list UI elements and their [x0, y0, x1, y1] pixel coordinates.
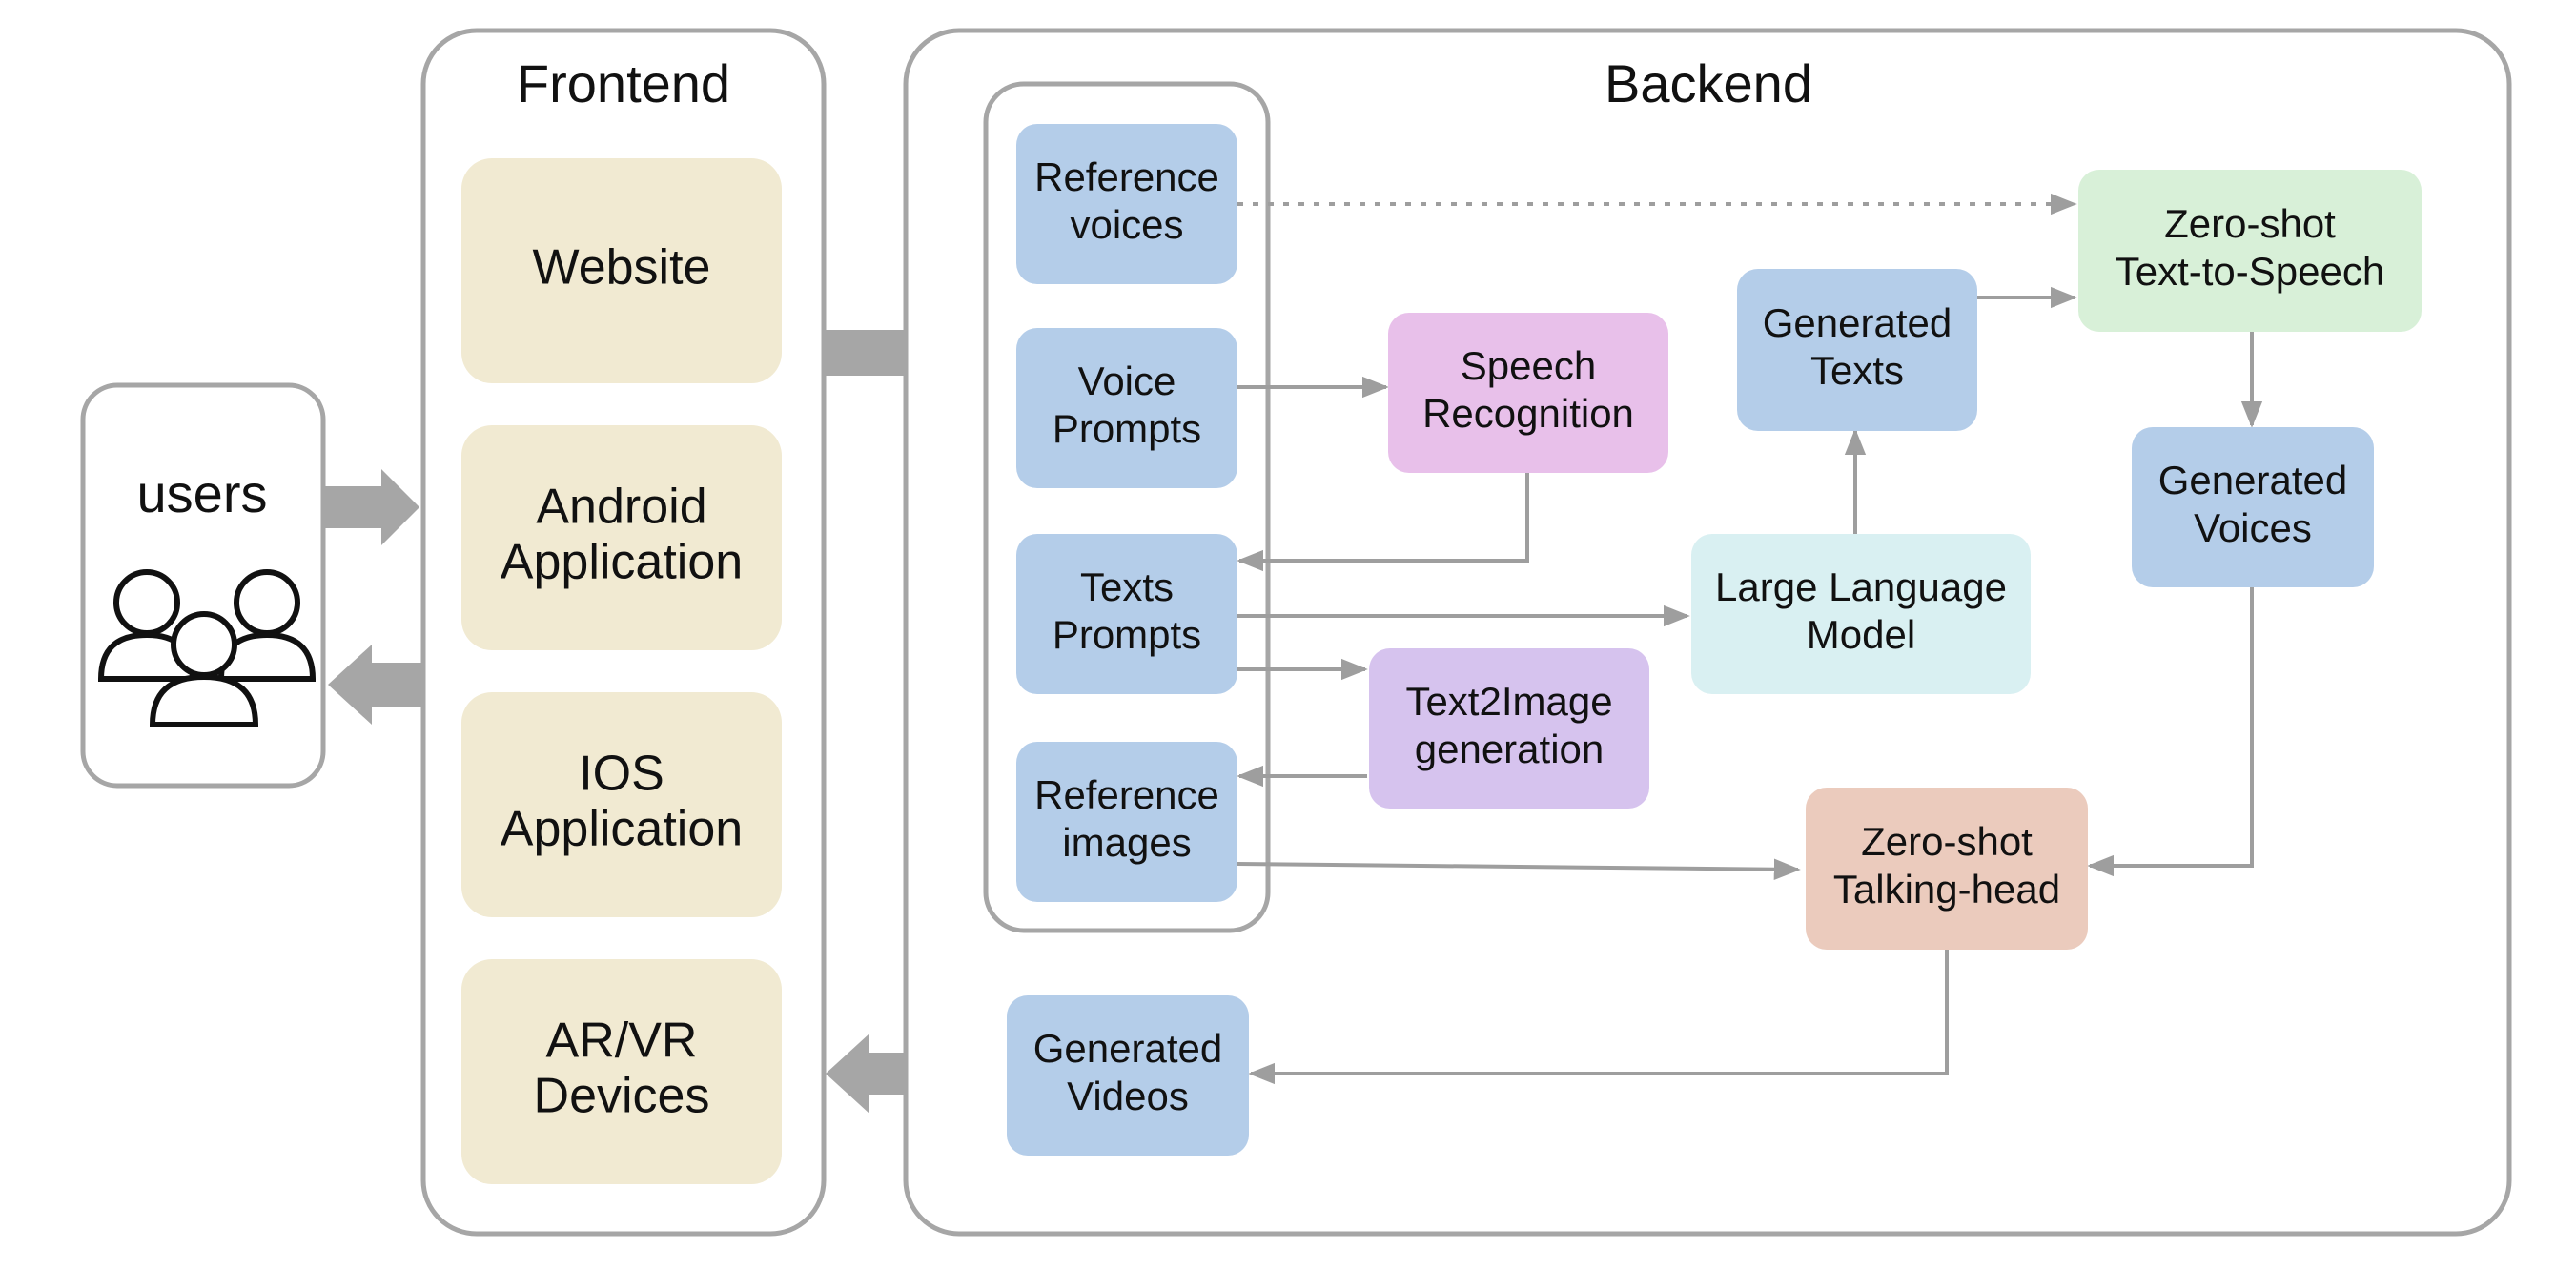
connector-speechrec-texts [1237, 473, 1529, 572]
users-to-frontend-arrow [323, 469, 419, 545]
frontend-item-ios-label-line-1: IOS [579, 747, 664, 802]
node-zero-shot-talking-head-box [1806, 788, 2088, 950]
frontend-item-arvr-label-line-2: Devices [534, 1069, 710, 1124]
node-generated-videos-label-line-1: Generated [1033, 1026, 1222, 1071]
node-zero-shot-talking-head-label-line-2: Talking-head [1833, 867, 2060, 912]
node-speech-recognition-label-line-2: Recognition [1422, 391, 1634, 436]
connectors [1237, 193, 2263, 1085]
node-text2image-label-line-2: generation [1415, 727, 1605, 771]
node-generated-videos-label-line-2: Videos [1067, 1074, 1189, 1118]
node-texts-prompts-label-line-2: Prompts [1053, 612, 1201, 657]
node-voice-prompts-box [1016, 328, 1237, 488]
node-voice-prompts-label-line-1: Voice [1078, 358, 1176, 403]
node-texts-prompts-box [1016, 534, 1237, 694]
node-reference-images-label-line-1: Reference [1034, 772, 1219, 817]
node-speech-recognition-label-line-1: Speech [1461, 343, 1596, 388]
node-speech-recognition-box [1388, 313, 1668, 473]
node-voice-prompts-label-line-2: Prompts [1053, 406, 1201, 451]
node-texts-prompts-label-line-1: Texts [1080, 564, 1174, 609]
connector-genvoices-talkinghead [2087, 585, 2254, 877]
frontend-item-arvr-label-line-1: AR/VR [546, 1014, 698, 1069]
node-generated-voices-label-line-1: Generated [2158, 458, 2347, 502]
backend-title: Backend [1605, 53, 1812, 113]
connector-talkinghead-genvideos [1248, 950, 1949, 1085]
node-llm-box [1691, 534, 2031, 694]
node-generated-voices-label-line-2: Voices [2194, 505, 2312, 550]
node-text2image-box [1369, 648, 1649, 809]
node-llm-label-line-2: Model [1807, 612, 1915, 657]
node-reference-voices-label-line-2: voices [1070, 202, 1183, 247]
node-text2image-label-line-1: Text2Image [1405, 679, 1612, 724]
node-zero-shot-tts-box [2078, 170, 2422, 332]
frontend-item-website: Website [461, 158, 782, 383]
frontend-item-ios-box [461, 692, 782, 917]
node-generated-voices-box [2132, 427, 2374, 587]
frontend-item-android-box [461, 425, 782, 650]
node-reference-images-box [1016, 742, 1237, 902]
node-reference-voices-box [1016, 124, 1237, 284]
frontend-item-arvr-box [461, 959, 782, 1184]
node-zero-shot-talking-head-label-line-1: Zero-shot [1861, 819, 2033, 864]
node-generated-texts-label-line-1: Generated [1763, 300, 1952, 345]
frontend-item-ios-label-line-2: Application [501, 802, 743, 857]
node-reference-voices-label-line-1: Reference [1034, 154, 1219, 199]
frontend-panel: Frontend WebsiteAndroidApplicationIOSApp… [420, 28, 827, 1237]
node-zero-shot-tts-label-line-2: Text-to-Speech [2116, 249, 2384, 294]
frontend-item-android-label-line-1: Android [536, 480, 706, 535]
frontend-item-website-box [461, 158, 782, 383]
frontend-item-android-label-line-2: Application [501, 535, 743, 590]
users-label: users [137, 463, 268, 523]
users-icon [97, 569, 317, 727]
users-panel: users [80, 382, 326, 789]
node-reference-images-label-line-2: images [1062, 820, 1191, 865]
node-llm-label-line-1: Large Language [1715, 564, 2007, 609]
frontend-item-website-label-line-1: Website [533, 240, 711, 296]
frontend-title: Frontend [517, 53, 730, 113]
node-zero-shot-tts-label-line-1: Zero-shot [2164, 201, 2336, 246]
connector-refimages-talkinghead [1237, 858, 1801, 880]
frontend-to-users-arrow [328, 645, 423, 725]
input-group-frame [983, 81, 1271, 933]
node-generated-texts-box [1737, 269, 1977, 431]
node-generated-videos-box [1007, 995, 1249, 1156]
node-generated-texts-label-line-2: Texts [1810, 348, 1904, 393]
